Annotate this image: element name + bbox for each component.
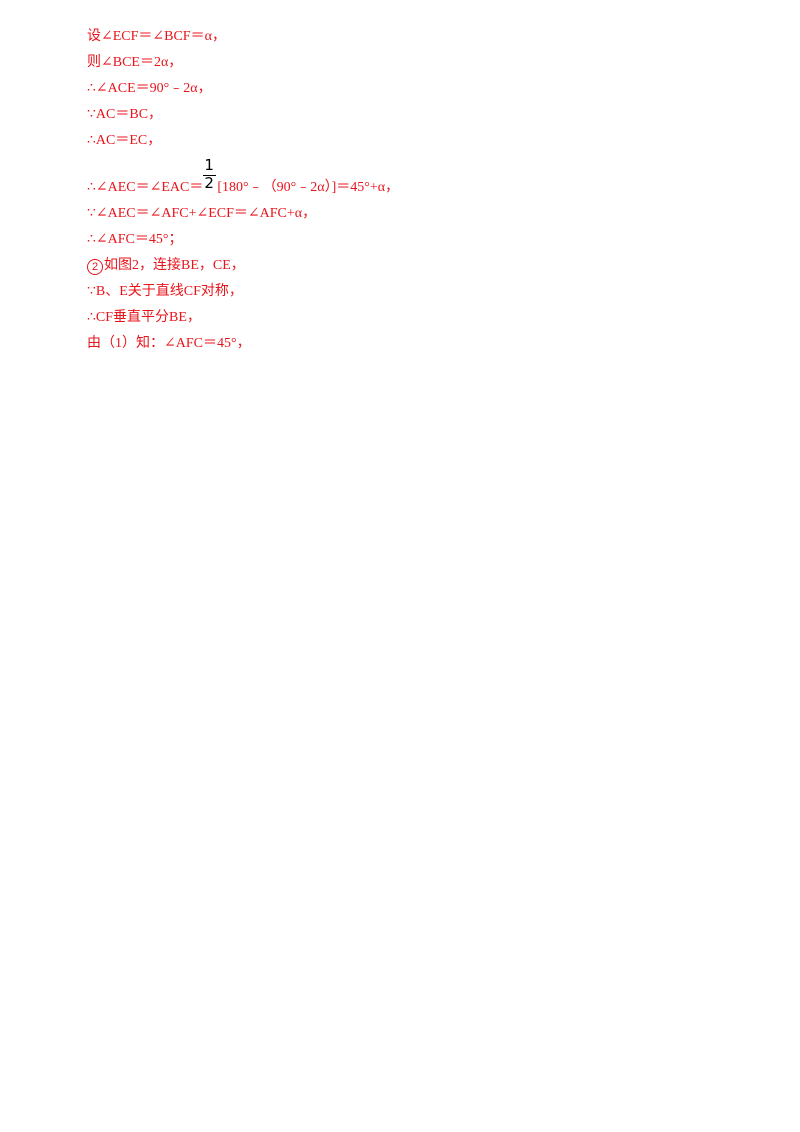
- line-text: ∴∠ACE＝90°﹣2α，: [87, 81, 212, 96]
- line-text: ∴AC＝EC，: [87, 133, 162, 148]
- solution-line-2: 则∠BCE＝2α，: [87, 54, 182, 72]
- line-prefix: ∴∠AEC＝∠EAC＝: [87, 180, 204, 195]
- fraction-numerator: 1: [204, 156, 214, 174]
- fraction-bar: [203, 175, 217, 176]
- solution-line-8: ∴∠AFC＝45°；: [87, 231, 182, 249]
- solution-line-7: ∵∠AEC＝∠AFC+∠ECF＝∠AFC+α，: [87, 205, 316, 223]
- fraction-denominator: 2: [204, 174, 214, 192]
- line-text: ∵AC＝BC，: [87, 107, 163, 122]
- solution-line-11: ∴CF垂直平分BE，: [87, 309, 201, 327]
- solution-line-3: ∴∠ACE＝90°﹣2α，: [87, 80, 212, 98]
- solution-line-12: 由（1）知：∠AFC＝45°，: [87, 335, 251, 353]
- solution-line-1: 设∠ECF＝∠BCF＝α，: [87, 28, 226, 46]
- line-text: ∵B、E关于直线CF对称，: [87, 284, 243, 299]
- line-text: 由（1）知：∠AFC＝45°，: [87, 336, 251, 351]
- line-text: 则∠BCE＝2α，: [87, 55, 183, 70]
- line-suffix: [180°﹣（90°﹣2α）]＝45°+α，: [217, 180, 400, 195]
- circled-number: 2: [87, 259, 103, 275]
- solution-line-4: ∵AC＝BC，: [87, 106, 162, 124]
- line-text: ∴CF垂直平分BE，: [87, 310, 201, 325]
- line-text: 如图2，连接BE，CE，: [104, 258, 245, 273]
- line-text: 设∠ECF＝∠BCF＝α，: [87, 29, 226, 44]
- line-text: ∵∠AEC＝∠AFC+∠ECF＝∠AFC+α，: [87, 206, 317, 221]
- solution-line-5: ∴AC＝EC，: [87, 132, 161, 150]
- solution-line-10: ∵B、E关于直线CF对称，: [87, 283, 243, 301]
- line-text: ∴∠AFC＝45°；: [87, 232, 183, 247]
